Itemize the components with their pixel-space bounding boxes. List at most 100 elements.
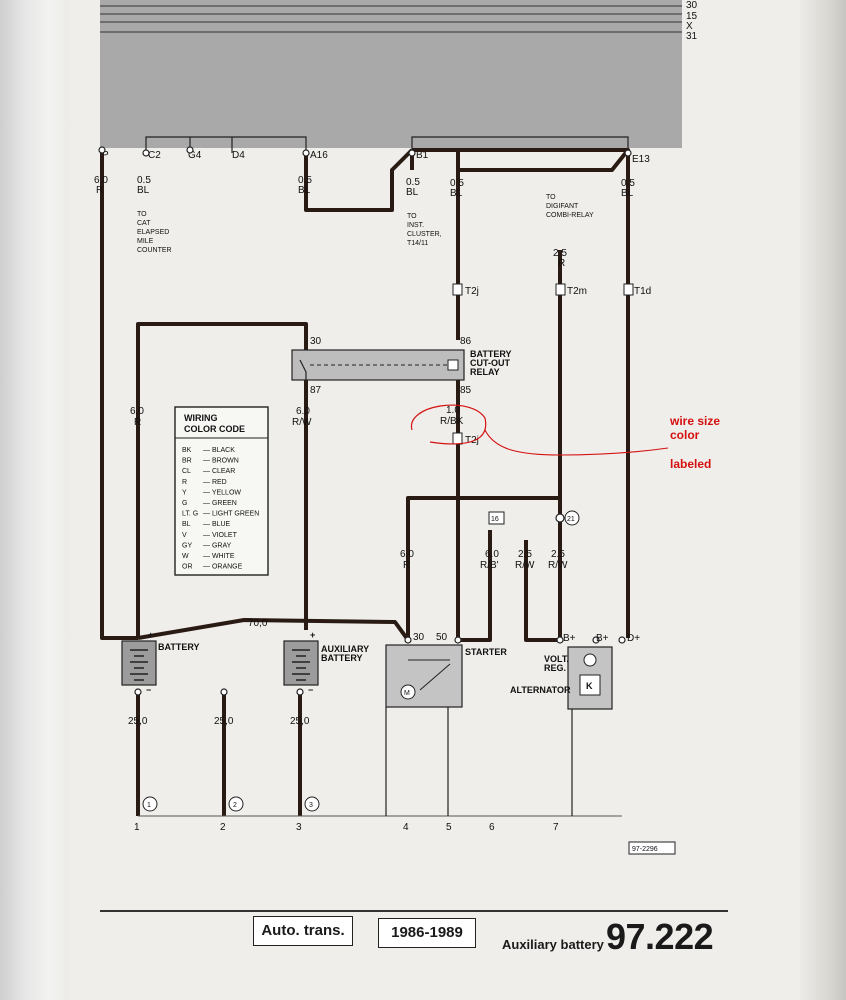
relay-label: BATTERY [470, 349, 512, 359]
svg-text:3: 3 [296, 822, 302, 833]
wire-size-label: 6.0 [485, 549, 499, 560]
color-code-abbr: V [182, 532, 187, 539]
alternator: K B+ B+ D+ VOLT. REG. ALTERNATOR [510, 633, 640, 710]
terminal-label: B+ [596, 633, 609, 644]
svg-text:2: 2 [220, 822, 226, 833]
wire-size-label: 25,0 [290, 716, 310, 727]
wire-size-label: 2.5 [551, 549, 565, 560]
connector-b1: B1 [416, 150, 429, 161]
svg-text:COLOR CODE: COLOR CODE [184, 424, 245, 434]
annotation-text: labeled [670, 457, 711, 471]
terminal-label: D+ [627, 633, 640, 644]
page-edge-shadow [800, 0, 846, 1000]
color-code-abbr: LT. G [182, 511, 198, 518]
wire-labels: 6.0 R 0.5 BL 0.5 BL 0.5 BL 0.5 BL 0.5 BL… [94, 175, 635, 727]
junction-21: 21 [555, 510, 580, 526]
color-code-name: — YELLOW [203, 489, 241, 496]
color-code-name: — BROWN [203, 458, 239, 465]
svg-text:WIRING: WIRING [184, 413, 218, 423]
wire-size-label: 6.0 [94, 175, 108, 186]
wires [100, 148, 630, 816]
plug-label: T2j [465, 286, 479, 297]
wire-size-label: 70,0 [248, 618, 268, 629]
svg-text:7: 7 [553, 822, 559, 833]
wire-color-label: BL [406, 187, 419, 198]
footer-transmission: Auto. trans. [253, 916, 353, 946]
relay-pin: 30 [310, 336, 322, 347]
wire-size-label: 0.5 [406, 177, 420, 188]
connector-c2: C2 [148, 150, 161, 161]
color-code-name: — RED [203, 479, 227, 486]
plug-label: T1d [634, 286, 651, 297]
fuse-panel [100, 0, 682, 148]
connector-p: P [102, 150, 109, 161]
color-code-name: — GREEN [203, 500, 237, 507]
wire-color-label: BL [450, 188, 463, 199]
connector-g4: G4 [188, 150, 202, 161]
wire-color-label: R [558, 258, 565, 269]
wire-color-label: R/W [515, 560, 535, 571]
color-code-abbr: CL [182, 468, 191, 475]
color-code-abbr: G [182, 500, 187, 507]
svg-text:COUNTER: COUNTER [137, 247, 172, 254]
aux-battery-label: AUXILIARY [321, 644, 369, 654]
color-code-abbr: BR [182, 458, 192, 465]
footer-title: Auxiliary battery [502, 937, 604, 952]
relay-pin: 86 [460, 336, 472, 347]
color-code-abbr: Y [182, 489, 187, 496]
wire-size-label: 2.5 [553, 248, 567, 259]
connector-dots [98, 146, 632, 696]
color-code-abbr: GY [182, 542, 192, 549]
battery: + − BATTERY [121, 630, 200, 695]
connector-a16: A16 [310, 150, 328, 161]
svg-text:4: 4 [403, 822, 409, 833]
wire-size-label: 6.0 [296, 406, 310, 417]
svg-text:INST.: INST. [407, 222, 424, 229]
auxiliary-battery: + − AUXILIARY BATTERY [283, 630, 369, 695]
annotation-circle [411, 404, 487, 445]
svg-text:CLUSTER,: CLUSTER, [407, 231, 442, 238]
color-code-name: — CLEAR [203, 468, 235, 475]
annotation-text: wire size [669, 414, 720, 428]
wire-size-label: 6.0 [130, 406, 144, 417]
wiring-color-code-table: WIRING COLOR CODE [174, 406, 269, 576]
plug-label: T2j [465, 435, 479, 446]
volt-reg-label: REG. [544, 663, 566, 673]
annotation-leader [484, 429, 669, 456]
relay-pin: 87 [310, 385, 322, 396]
wire-size-label: 2.5 [518, 549, 532, 560]
footer-years: 1986-1989 [378, 918, 476, 948]
svg-text:T14/11: T14/11 [407, 240, 428, 247]
svg-text:K: K [586, 681, 593, 691]
relay-pin: 85 [460, 385, 472, 396]
svg-text:+: + [310, 630, 315, 640]
wire-color-label: BL [137, 185, 150, 196]
alternator-label: ALTERNATOR [510, 685, 571, 695]
ground-points: 1 2 3 [142, 796, 320, 812]
svg-text:1: 1 [147, 802, 151, 809]
svg-text:5: 5 [446, 822, 452, 833]
color-code-abbr: BK [182, 447, 192, 454]
color-code-name: — WHITE [203, 553, 235, 560]
wire-size-label: 6.0 [400, 549, 414, 560]
annotation-text: color [670, 428, 700, 442]
track-numbers: 1 2 3 4 5 6 7 [134, 822, 559, 833]
svg-text:3: 3 [309, 802, 313, 809]
ref-code-box [628, 841, 676, 855]
svg-text:DIGIFANT: DIGIFANT [546, 203, 579, 210]
svg-text:TO: TO [407, 213, 417, 220]
panel-bus-lines [100, 5, 682, 33]
battery-cutout-relay: 30 87 86 85 BATTERY CUT-OUT RELAY [291, 336, 512, 396]
color-code-name: — BLUE [203, 521, 231, 528]
terminal-label: 31 [686, 31, 698, 42]
wire-color-label: R [403, 560, 410, 571]
svg-text:2: 2 [233, 802, 237, 809]
terminal-label: 15 [686, 11, 698, 22]
battery-label: BATTERY [158, 642, 200, 652]
terminal-label: X [686, 21, 693, 32]
color-code-name: — VIOLET [203, 532, 238, 539]
relay-label: CUT-OUT [470, 358, 510, 368]
svg-text:−: − [146, 685, 151, 695]
